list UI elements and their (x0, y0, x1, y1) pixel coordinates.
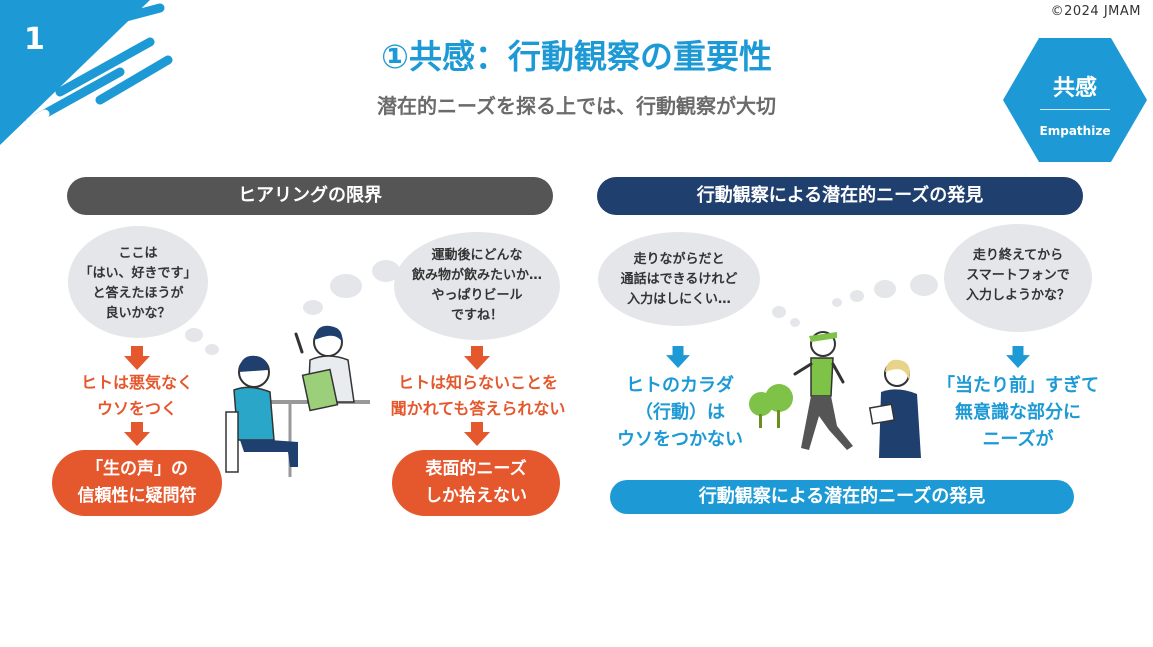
page-title: ①共感：行動観察の重要性 (381, 37, 772, 76)
bubble-text-left-1: ここは 「はい、好きです」 と答えたほうが 良いかな？ (79, 246, 197, 321)
slide-number: 1 (24, 22, 45, 57)
right-conclusion-pill: 行動観察による潜在的ニーズの発見 (610, 480, 1074, 514)
corner-decoration (0, 0, 173, 145)
badge-divider (1040, 109, 1110, 110)
bubble-dot (303, 300, 323, 315)
bubble-dot (185, 328, 203, 342)
left-result-1: ヒトは悪気なく ウソをつく (80, 373, 193, 418)
bubble-text-right-1: 走りながらだと 通話はできるけれど 入力はしにくい… (620, 252, 738, 307)
bubble-dot (772, 306, 786, 318)
interview-illustration (225, 325, 370, 477)
arrow-down-icon (1006, 346, 1030, 368)
speech-bubble-left-2 (394, 232, 560, 340)
arrow-down-icon (464, 346, 490, 370)
bubble-dot (330, 274, 362, 298)
right-result-1: ヒトのカラダ （行動）は ウソをつかない (617, 375, 743, 450)
bubble-dot (790, 318, 800, 327)
observation-illustration (749, 331, 921, 458)
bubble-dot (832, 298, 842, 307)
left-result-2: ヒトは知らないことを 聞かれても答えられない (390, 373, 566, 418)
badge-label: 共感 (1052, 76, 1097, 101)
right-section-header: 行動観察による潜在的ニーズの発見 (597, 177, 1083, 215)
bubble-dot (910, 274, 938, 296)
bubble-text-left-2: 運動後にどんな 飲み物が飲みたいか… やっぱりビール ですね！ (411, 248, 542, 323)
left-section-header: ヒアリングの限界 (67, 177, 553, 215)
empathize-hexagon (1003, 38, 1147, 162)
bubble-dot (874, 280, 896, 298)
speech-bubble-right-1 (598, 232, 760, 326)
left-conclusion-pill-1: 「生の声」の 信頼性に疑問符 (52, 450, 222, 516)
arrow-down-icon (124, 422, 150, 446)
arrow-down-icon (666, 346, 690, 368)
bubble-dot (372, 260, 400, 282)
arrow-down-icon (464, 422, 490, 446)
copyright: ©2024 JMAM (1050, 4, 1141, 19)
arrow-down-icon (124, 346, 150, 370)
speech-bubble-right-2 (944, 224, 1092, 332)
badge-sublabel: Empathize (1039, 124, 1111, 138)
bubble-dot (850, 290, 864, 302)
bubble-dot (205, 344, 219, 355)
bubble-text-right-2: 走り終えてから スマートフォンで 入力しようかな？ (965, 248, 1070, 303)
page-subtitle: 潜在的ニーズを探る上では、行動観察が大切 (377, 94, 776, 118)
left-conclusion-pill-2: 表面的ニーズ しか拾えない (392, 450, 560, 516)
right-result-2: 「当たり前」すぎて 無意識な部分に ニーズが (937, 375, 1099, 450)
speech-bubble-left-1 (68, 226, 208, 338)
